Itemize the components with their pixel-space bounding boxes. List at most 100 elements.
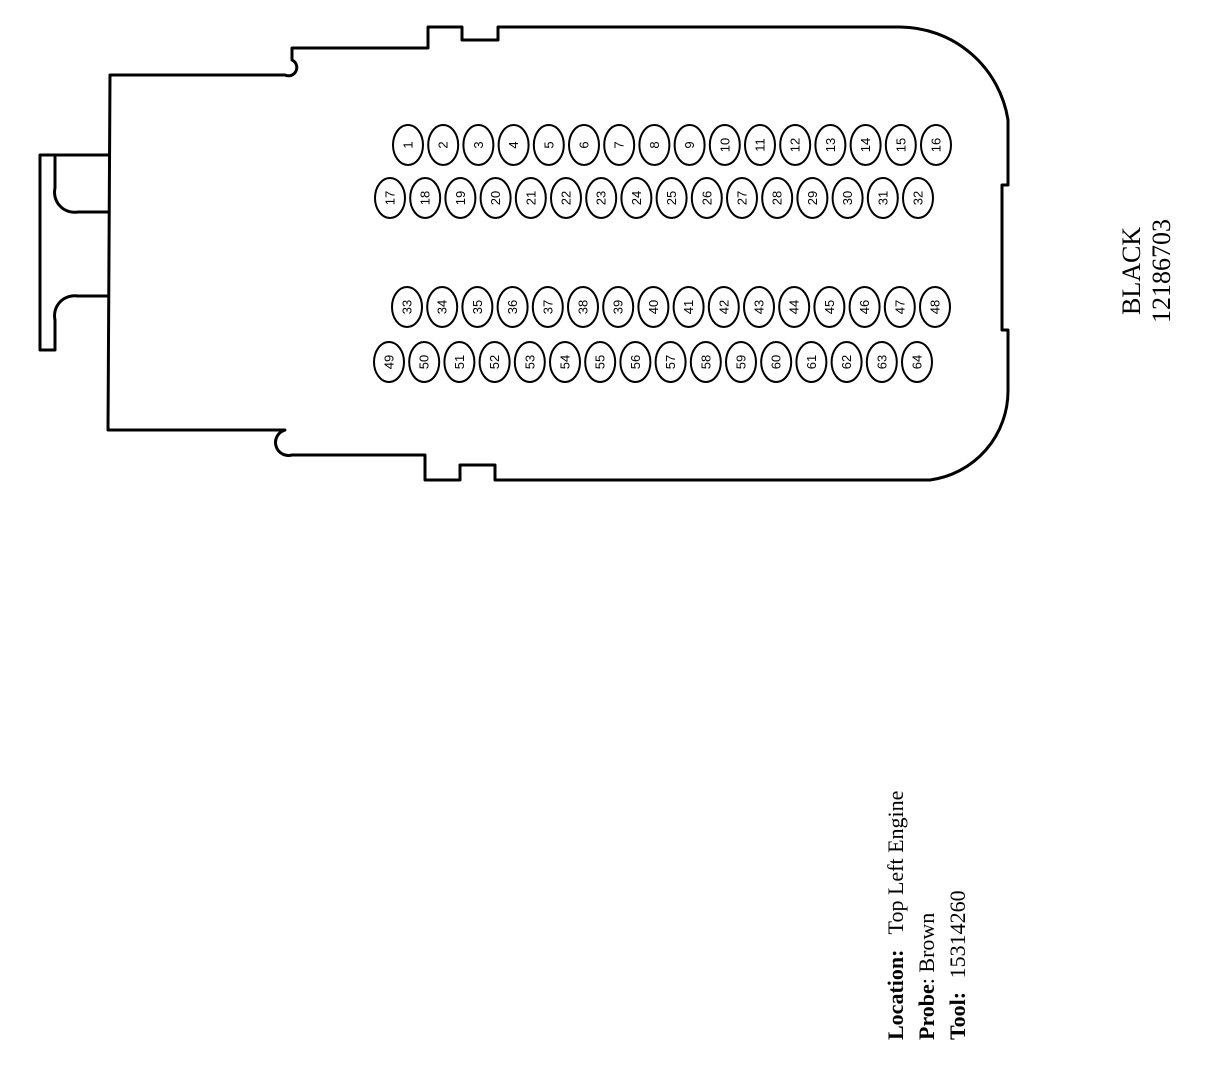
info-block: Location: Top Left Engine Probe: Brown T… (883, 791, 970, 1040)
pin-46: 46 (848, 286, 881, 328)
pin-outline (549, 341, 581, 383)
pin-5: 5 (532, 124, 565, 166)
pin-35: 35 (461, 286, 494, 328)
pin-9: 9 (673, 124, 706, 166)
pin-number: 16 (929, 138, 944, 152)
pin-40: 40 (637, 286, 670, 328)
pin-number: 48 (928, 300, 943, 314)
pin-outline (848, 286, 881, 328)
pin-outline (689, 341, 722, 383)
pin-outline (707, 286, 740, 328)
pin-number: 52 (487, 355, 502, 369)
pin-outline (831, 177, 864, 219)
pin-number: 11 (753, 138, 768, 152)
pin-13: 13 (814, 124, 847, 166)
pin-10: 10 (708, 124, 741, 166)
pin-number: 32 (911, 191, 926, 205)
location-label: Location: (883, 950, 908, 1040)
pin-outline (779, 124, 812, 166)
pin-number: 63 (874, 355, 889, 369)
svg-text:Tool: 15314260: Tool: 15314260 (945, 890, 970, 1040)
pin-outline (374, 177, 406, 219)
pin-61: 61 (795, 341, 828, 383)
pin-55: 55 (584, 341, 617, 383)
pin-16: 16 (920, 124, 952, 166)
pin-36: 36 (496, 286, 529, 328)
probe-label: Probe (914, 984, 939, 1040)
pin-outline (496, 286, 529, 328)
pin-number: 26 (699, 191, 714, 205)
pin-outline (497, 124, 530, 166)
pin-27: 27 (726, 177, 758, 219)
pin-60: 60 (760, 341, 793, 383)
pin-number: 42 (716, 300, 731, 314)
pin-number: 41 (681, 300, 696, 314)
pin-49: 49 (373, 341, 405, 383)
pin-23: 23 (585, 177, 618, 219)
pin-number: 57 (663, 355, 678, 369)
pin-45: 45 (813, 286, 846, 328)
pin-number: 29 (805, 191, 820, 205)
pin-number: 49 (382, 355, 397, 369)
pin-63: 63 (865, 341, 898, 383)
pin-number: 20 (488, 191, 503, 205)
pin-outline (391, 286, 423, 328)
pin-outline (725, 341, 757, 383)
pin-outline (514, 177, 547, 219)
pin-number: 56 (628, 355, 643, 369)
pin-15: 15 (884, 124, 917, 166)
pin-outline (708, 124, 741, 166)
pin-number: 18 (418, 191, 433, 205)
pin-number: 64 (910, 355, 925, 369)
pin-number: 25 (664, 191, 679, 205)
pin-25: 25 (655, 177, 688, 219)
pin-7: 7 (603, 124, 636, 166)
pin-52: 52 (478, 341, 511, 383)
pin-number: 8 (647, 141, 662, 148)
pin-number: 30 (840, 191, 855, 205)
pin-number: 28 (770, 191, 785, 205)
pin-64: 64 (901, 341, 933, 383)
pin-42: 42 (707, 286, 740, 328)
pin-outline (761, 177, 794, 219)
pin-number: 47 (892, 300, 907, 314)
pin-outline (795, 341, 828, 383)
pin-30: 30 (831, 177, 864, 219)
pin-outline (883, 286, 916, 328)
pin-outline (479, 177, 512, 219)
pin-44: 44 (778, 286, 811, 328)
pin-outline (744, 124, 776, 166)
pin-22: 22 (550, 177, 582, 219)
pin-outline (427, 124, 460, 166)
pin-20: 20 (479, 177, 512, 219)
pin-number: 58 (698, 355, 713, 369)
pin-outline (462, 124, 495, 166)
pin-56: 56 (619, 341, 652, 383)
pin-outline (603, 124, 636, 166)
pin-number: 33 (400, 300, 415, 314)
pin-outline (602, 286, 635, 328)
tool-value: 15314260 (945, 890, 970, 978)
pin-outline (760, 341, 793, 383)
pin-53: 53 (513, 341, 546, 383)
pin-number: 23 (594, 191, 609, 205)
tool-label: Tool: (945, 992, 970, 1040)
pin-number: 39 (611, 300, 626, 314)
pin-outline (796, 177, 829, 219)
pin-number: 53 (522, 355, 537, 369)
pin-outline (638, 124, 671, 166)
pin-number: 43 (752, 300, 767, 314)
pin-outline (444, 177, 477, 219)
pin-number: 24 (629, 191, 644, 205)
pin-31: 31 (866, 177, 899, 219)
pin-17: 17 (374, 177, 406, 219)
pin-6: 6 (568, 124, 600, 166)
pin-number: 44 (787, 300, 802, 314)
pin-number: 61 (804, 355, 819, 369)
pin-number: 31 (875, 191, 890, 205)
pin-14: 14 (849, 124, 882, 166)
pin-26: 26 (690, 177, 723, 219)
pin-51: 51 (443, 341, 476, 383)
pin-50: 50 (408, 341, 441, 383)
